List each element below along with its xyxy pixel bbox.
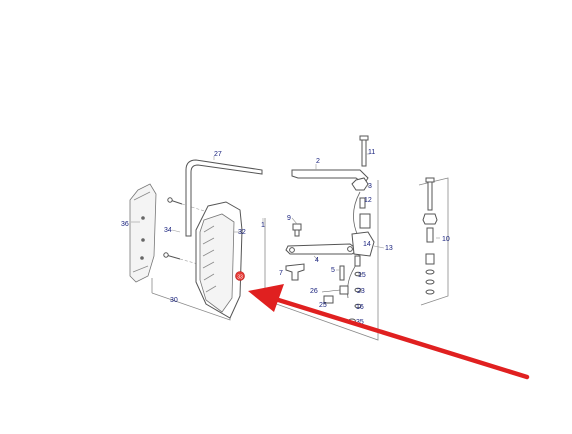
label-25: 25 <box>319 302 327 309</box>
label-36: 36 <box>121 221 129 228</box>
highlighted-part-marker: 33 <box>235 271 245 281</box>
label-12: 12 <box>364 197 372 204</box>
mirror-arm-part <box>185 159 263 237</box>
label-7: 7 <box>279 270 283 277</box>
label-34: 34 <box>164 227 172 234</box>
mirror-housing-part <box>129 183 157 283</box>
marker-33-label: 33 <box>237 274 243 280</box>
label-23: 23 <box>357 288 365 295</box>
nut-part <box>351 177 369 191</box>
label-9: 9 <box>287 215 291 222</box>
red-pointer-arrow <box>248 284 530 380</box>
spacer-part <box>359 197 366 209</box>
label-32: 32 <box>238 229 246 236</box>
long-bolt-assembly-part <box>422 177 438 295</box>
wing-bolt-part <box>285 263 305 281</box>
leader-lines <box>131 153 440 275</box>
bolt-part <box>359 135 369 167</box>
label-3: 3 <box>368 183 372 190</box>
label-4: 4 <box>315 257 319 264</box>
label-35: 35 <box>356 319 364 326</box>
label-16: 16 <box>356 304 364 311</box>
assembly-frame-center <box>264 180 379 341</box>
label-27: 27 <box>214 151 222 158</box>
label-13: 13 <box>385 245 393 252</box>
mounting-bracket-part <box>351 213 375 257</box>
label-5: 5 <box>331 267 335 274</box>
label-14: 14 <box>363 241 371 248</box>
lower-arm-part <box>285 243 359 255</box>
mirror-glass-part <box>195 201 243 319</box>
adjust-knob-part <box>292 223 302 237</box>
part-labels: 27 2 11 3 12 36 34 32 1 9 14 13 10 4 5 1… <box>121 149 450 326</box>
label-2: 2 <box>316 158 320 165</box>
label-10: 10 <box>442 236 450 243</box>
label-1: 1 <box>261 222 265 229</box>
label-11: 11 <box>368 149 375 156</box>
label-26: 26 <box>310 288 318 295</box>
cable-connector-part <box>321 285 349 304</box>
label-15: 15 <box>358 272 366 279</box>
label-30: 30 <box>170 297 178 304</box>
